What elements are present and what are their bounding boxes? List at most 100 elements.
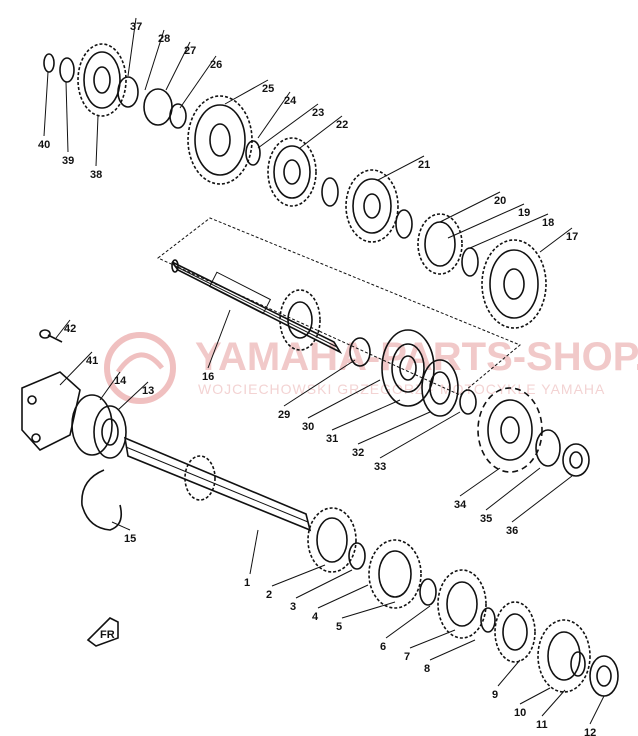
- bearing-31: [381, 329, 435, 407]
- bearing-28: [143, 88, 173, 126]
- leader-line: [539, 227, 573, 253]
- circlip-15: [81, 469, 123, 531]
- leader-line: [65, 81, 69, 153]
- washer-4: [480, 607, 496, 633]
- gear-25: [187, 95, 253, 185]
- collar-33: [459, 389, 477, 415]
- gear-10: [537, 619, 591, 693]
- leader-line: [249, 529, 259, 575]
- washer-39: [59, 57, 75, 83]
- callout-28: 28: [158, 33, 170, 45]
- callout-21: 21: [418, 159, 430, 171]
- main-axle-1: [123, 436, 312, 532]
- callout-14: 14: [114, 375, 127, 387]
- leader-line: [295, 569, 353, 599]
- callout-19: 19: [518, 207, 530, 219]
- leader-line: [497, 659, 521, 687]
- callout-22: 22: [336, 119, 348, 131]
- leader-line: [469, 213, 549, 249]
- leader-line: [117, 381, 149, 411]
- bearing-13: [93, 405, 127, 459]
- callout-17: 17: [566, 231, 578, 243]
- leader-line: [179, 55, 217, 109]
- callout-6: 6: [380, 641, 386, 653]
- callout-35: 35: [480, 513, 492, 525]
- callout-9: 9: [492, 689, 498, 701]
- leader-line: [257, 103, 319, 149]
- callout-37: 37: [130, 21, 142, 33]
- callout-36: 36: [506, 525, 518, 537]
- circlip-6: [419, 578, 437, 606]
- leader-line: [165, 41, 191, 91]
- leader-line: [55, 319, 71, 339]
- circlip-19b: [461, 247, 479, 277]
- leader-line: [317, 584, 369, 609]
- callout-4: 4: [312, 611, 319, 623]
- callout-38: 38: [90, 169, 102, 181]
- callout-1: 1: [244, 577, 250, 589]
- collar-29: [349, 337, 371, 367]
- callout-41: 41: [86, 355, 98, 367]
- callout-20: 20: [494, 195, 506, 207]
- gear-on-axle: [279, 289, 321, 351]
- callout-12: 12: [584, 727, 596, 736]
- leader-line: [409, 629, 456, 649]
- callout-13: 13: [142, 385, 154, 397]
- bearing-retainer-41: [21, 371, 81, 451]
- watermark: YAMAHA-PARTS-SHOP.PL WOJCIECHOWSKI GRZEG…: [104, 332, 638, 404]
- callout-31: 31: [326, 433, 338, 445]
- bearing-housing-group: [21, 329, 127, 531]
- nut-36: [562, 443, 590, 477]
- callout-5: 5: [336, 621, 342, 633]
- drive-axle-16: [171, 261, 343, 354]
- leader-line: [341, 601, 396, 619]
- group-box: [157, 217, 521, 396]
- leader-line: [541, 689, 566, 717]
- axle-gear: [184, 455, 216, 501]
- washer-3: [348, 542, 366, 570]
- callout-42: 42: [64, 323, 76, 335]
- gear-8: [494, 601, 536, 663]
- leader-line: [299, 115, 343, 149]
- callout-33: 33: [374, 461, 386, 473]
- callout-10: 10: [514, 707, 526, 719]
- leader-line: [144, 29, 165, 91]
- front-arrow-icon: [86, 617, 119, 647]
- sprocket-34: [477, 387, 543, 473]
- callout-3: 3: [290, 601, 296, 613]
- leader-line: [207, 309, 231, 369]
- main-axle-group: [123, 436, 619, 697]
- washer-24: [245, 140, 261, 166]
- circlip-19a: [321, 177, 339, 207]
- leader-line: [377, 155, 425, 181]
- callout-25: 25: [262, 83, 274, 95]
- leader-line: [127, 17, 137, 77]
- callout-27: 27: [184, 45, 196, 57]
- callout-7: 7: [404, 651, 410, 663]
- bearing-14: [71, 394, 113, 456]
- leader-line: [511, 475, 573, 523]
- front-marker: FR: [86, 617, 119, 647]
- gear-21: [345, 169, 399, 243]
- callout-16: 16: [202, 371, 214, 383]
- drive-axle-group: [171, 259, 590, 477]
- leader-line: [307, 379, 381, 419]
- callout-24: 24: [284, 95, 297, 107]
- oil-seal-32: [421, 359, 459, 417]
- callout-15: 15: [124, 533, 136, 545]
- gear-17: [481, 239, 547, 329]
- callout-labels: 1234567891011121314151617181920212223242…: [38, 21, 596, 736]
- lock-washer-35: [535, 429, 561, 467]
- callout-40: 40: [38, 139, 50, 151]
- leader-line: [459, 467, 501, 497]
- leader-line: [429, 639, 476, 661]
- gear-22: [267, 137, 317, 207]
- watermark-subtitle: WOJCIECHOWSKI GRZEGORZ · MOTOCYKLE YAMAH…: [198, 381, 605, 397]
- callout-34: 34: [454, 499, 467, 511]
- gear-2: [307, 507, 357, 573]
- watermark-logo: [104, 332, 176, 404]
- leader-line: [59, 351, 93, 386]
- callout-39: 39: [62, 155, 74, 167]
- callout-2: 2: [266, 589, 272, 601]
- leader-line: [447, 203, 525, 239]
